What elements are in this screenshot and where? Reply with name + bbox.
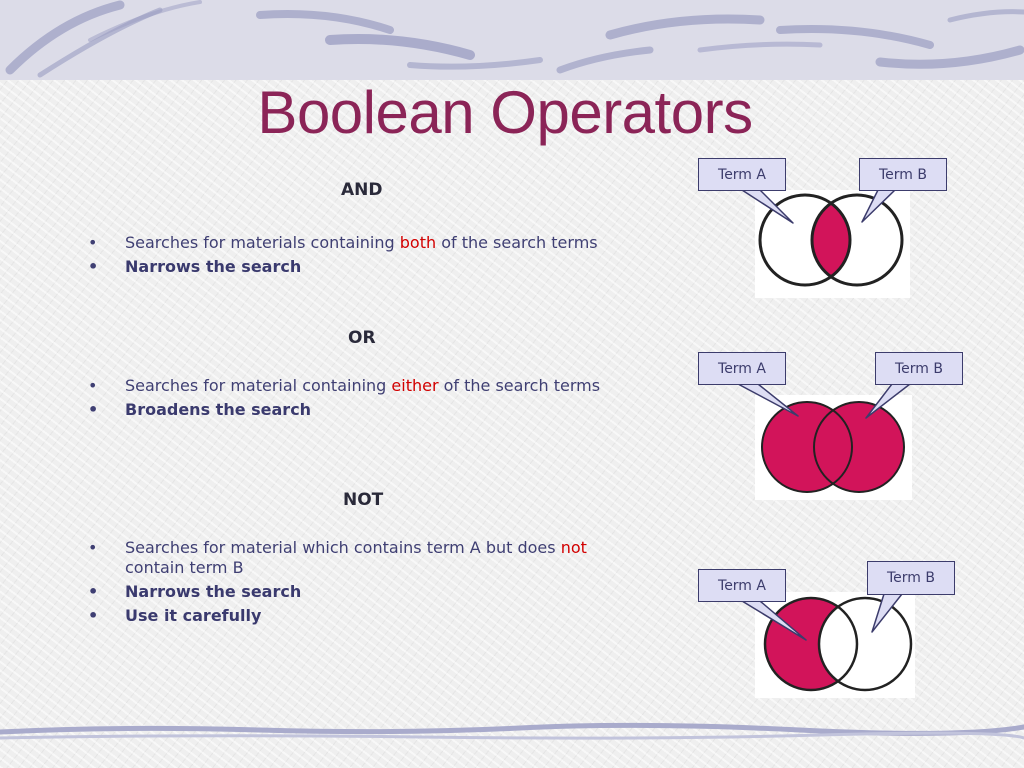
callout-pointer-or-a [737, 383, 799, 417]
list-item: • Narrows the search [88, 582, 648, 602]
list-item: • Narrows the search [88, 257, 648, 277]
bullet-text: Broadens the search [125, 400, 312, 419]
bullet-text: Use it carefully [125, 606, 262, 625]
highlight-not: not [560, 538, 587, 557]
list-item: • Broadens the search [88, 400, 648, 420]
callout-not-term-b: Term B [867, 561, 955, 595]
callout-not-term-a: Term A [698, 569, 786, 602]
circle-term-b-outline [817, 596, 913, 692]
bullet-text: Narrows the search [125, 582, 302, 601]
term-a-only-region [765, 598, 857, 690]
callout-and-term-b: Term B [859, 158, 947, 191]
slide-title: Boolean Operators [257, 79, 753, 146]
intersection-region [812, 195, 850, 285]
decorative-bottom-band [0, 722, 1024, 740]
list-item: • Searches for materials containing both… [88, 233, 648, 253]
and-venn-diagram [755, 190, 910, 298]
circle-term-b [814, 402, 904, 492]
bullet-icon: • [88, 257, 99, 276]
bullet-text: of the search terms [438, 376, 601, 395]
brush-stroke-pattern [5, 0, 1024, 78]
bullet-icon: • [88, 582, 99, 601]
list-item: • Use it carefully [88, 606, 648, 626]
not-heading: NOT [343, 490, 384, 510]
not-venn-diagram [755, 592, 915, 698]
and-bullet-list: • Searches for materials containing both… [88, 233, 648, 281]
bullet-text: contain term B [125, 558, 244, 577]
highlight-either: either [391, 376, 439, 395]
decorative-banner [0, 0, 1024, 80]
highlight-both: both [399, 233, 437, 252]
circle-term-a-outline [758, 193, 852, 287]
list-item: • Searches for material containing eithe… [88, 376, 648, 396]
callout-and-term-a: Term A [698, 158, 786, 191]
or-bullet-list: • Searches for material containing eithe… [88, 376, 648, 424]
circle-term-b-outline [810, 193, 904, 287]
list-item: • Searches for material which contains t… [88, 538, 648, 578]
and-heading: AND [341, 180, 383, 200]
bullet-icon: • [88, 606, 99, 625]
bullet-icon: • [88, 233, 98, 252]
bullet-icon: • [88, 538, 98, 557]
bullet-text: Searches for material containing [125, 376, 392, 395]
bullet-icon: • [88, 376, 98, 395]
not-bullet-list: • Searches for material which contains t… [88, 538, 648, 630]
callout-pointer-not-b [871, 593, 903, 633]
circle-term-b-outline [813, 401, 905, 493]
bullet-text: Narrows the search [125, 257, 302, 276]
bullet-text: Searches for materials containing [125, 233, 400, 252]
callout-pointer-and-b [861, 189, 896, 223]
callout-pointer-or-b [865, 383, 911, 419]
callout-or-term-a: Term A [698, 352, 786, 385]
or-venn-diagram [755, 395, 912, 500]
circle-term-a-outline [763, 596, 859, 692]
circle-term-a-outline [761, 401, 853, 493]
bullet-text: Searches for material which contains ter… [125, 538, 561, 557]
bullet-text: of the search terms [436, 233, 598, 252]
callout-or-term-b: Term B [875, 352, 963, 385]
or-heading: OR [348, 328, 376, 348]
callout-pointer-and-a [741, 189, 794, 224]
callout-pointer-not-a [741, 600, 807, 641]
bullet-icon: • [88, 400, 99, 419]
